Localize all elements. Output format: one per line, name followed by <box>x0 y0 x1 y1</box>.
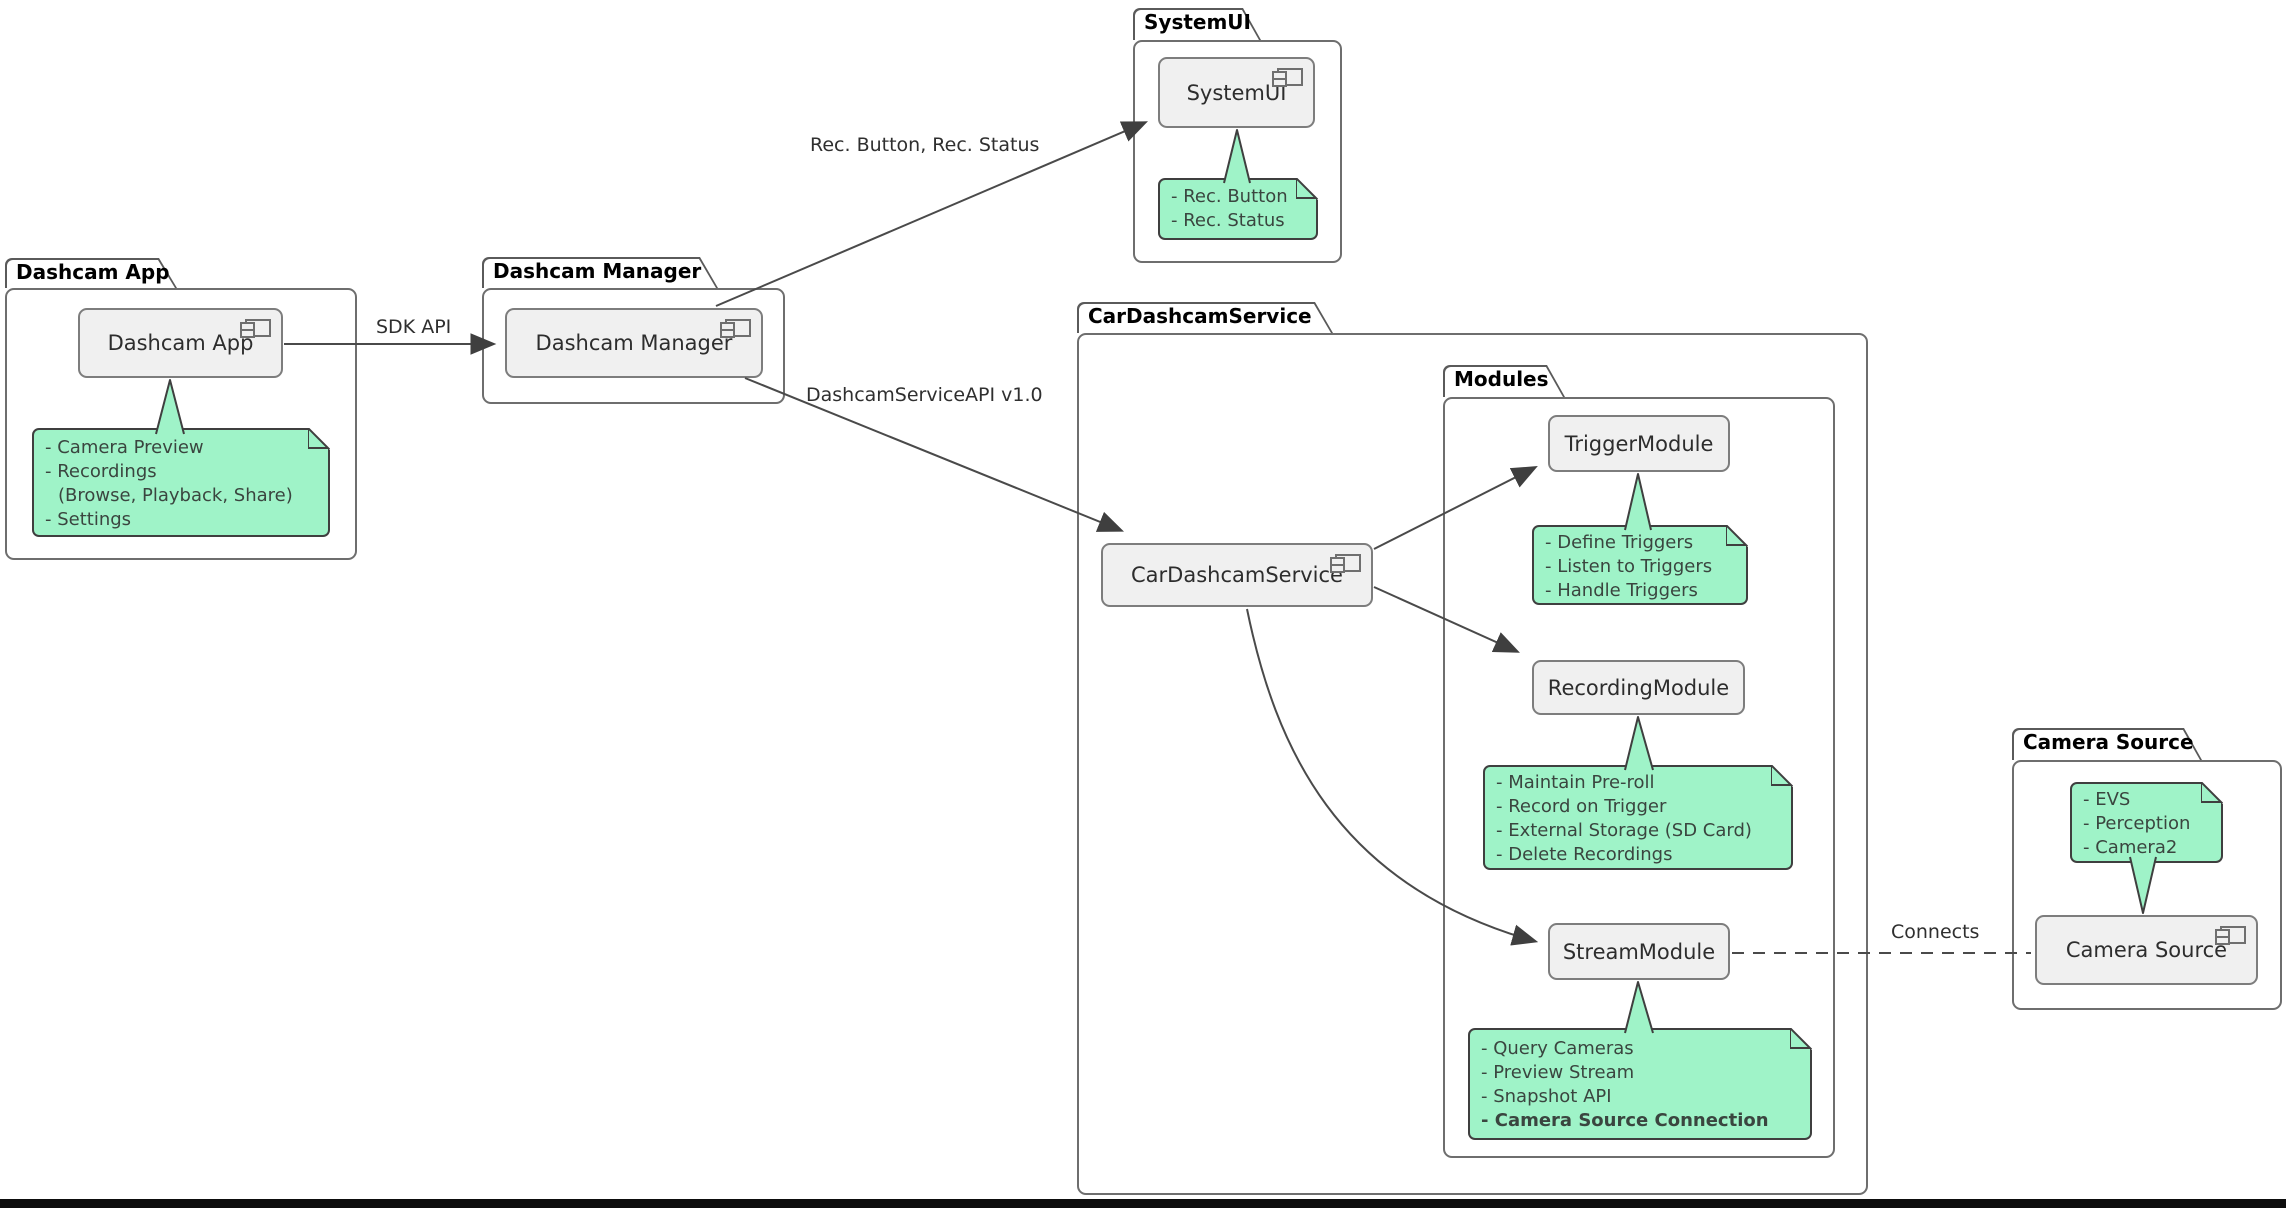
note-streammodule: - Query Cameras - Preview Stream - Snaps… <box>1468 1028 1812 1140</box>
note-line: - Snapshot API <box>1481 1086 1612 1107</box>
package-dashcam-app-tab: Dashcam App <box>5 258 177 288</box>
note-line: - Camera2 <box>2083 837 2178 858</box>
component-dashcam-app-label: Dashcam App <box>107 331 254 355</box>
note-line: - Listen to Triggers <box>1545 556 1713 577</box>
note-line: - Maintain Pre-roll <box>1496 772 1655 793</box>
component-systemui: SystemUI <box>1158 57 1315 128</box>
package-systemui-tab: SystemUI <box>1133 8 1261 40</box>
package-modules-tab: Modules <box>1443 365 1565 397</box>
component-cardashcamservice-label: CarDashcamService <box>1131 563 1343 587</box>
note-line: - Query Cameras <box>1481 1038 1634 1059</box>
note-fold-icon <box>1726 525 1748 547</box>
package-systemui-title: SystemUI <box>1144 10 1251 34</box>
note-line: - External Storage (SD Card) <box>1496 820 1752 841</box>
component-icon <box>720 319 751 338</box>
package-tab-fill <box>1445 367 1563 397</box>
note-line: - Recordings <box>45 461 157 482</box>
package-tab-fill <box>7 260 175 288</box>
note-triggermodule: - Define Triggers - Listen to Triggers -… <box>1532 525 1748 605</box>
edge-label-dashcamserviceapi: DashcamServiceAPI v1.0 <box>806 384 1043 406</box>
note-line: - Preview Stream <box>1481 1062 1635 1083</box>
note-line: - Camera Preview <box>45 437 204 458</box>
note-line: - Rec. Button <box>1171 186 1288 207</box>
package-tab-fill <box>2014 730 2200 760</box>
note-line: - Rec. Status <box>1171 210 1285 231</box>
package-modules-title: Modules <box>1454 367 1549 391</box>
package-dashcam-app-title: Dashcam App <box>16 260 170 284</box>
note-fold-icon <box>1771 765 1793 787</box>
note-line: - Settings <box>45 509 132 530</box>
edge-label-connects: Connects <box>1891 921 1980 943</box>
note-fold-icon <box>1790 1028 1812 1050</box>
component-triggermodule: TriggerModule <box>1548 415 1730 472</box>
component-camera-source: Camera Source <box>2035 915 2258 985</box>
package-tab-fill <box>1135 10 1259 40</box>
component-icon <box>2215 926 2246 945</box>
package-dashcam-manager-tab: Dashcam Manager <box>482 257 718 288</box>
package-dashcam-manager-title: Dashcam Manager <box>493 259 702 283</box>
package-tab-fill <box>484 259 716 288</box>
component-icon <box>1272 68 1303 87</box>
component-streammodule: StreamModule <box>1548 923 1730 980</box>
note-systemui: - Rec. Button - Rec. Status <box>1158 178 1318 240</box>
note-line: - Define Triggers <box>1545 532 1694 553</box>
note-fold-icon <box>2201 782 2223 804</box>
package-cardashcamservice-tab: CarDashcamService <box>1077 302 1333 333</box>
edge-label-rec-button-status: Rec. Button, Rec. Status <box>810 134 1040 156</box>
note-line: - Perception <box>2083 813 2191 834</box>
package-cardashcamservice-title: CarDashcamService <box>1088 304 1312 328</box>
note-line: - Record on Trigger <box>1496 796 1667 817</box>
package-camera-source-title: Camera Source <box>2023 730 2194 754</box>
bottom-bar <box>0 1199 2286 1208</box>
note-camera-source: - EVS - Perception - Camera2 <box>2070 782 2223 863</box>
component-cardashcamservice: CarDashcamService <box>1101 543 1373 607</box>
component-triggermodule-label: TriggerModule <box>1564 431 1714 456</box>
note-line: - Handle Triggers <box>1545 580 1698 601</box>
component-systemui-label: SystemUI <box>1186 80 1287 105</box>
edge-label-sdk-api: SDK API <box>376 316 452 338</box>
package-camera-source-tab: Camera Source <box>2012 728 2202 760</box>
component-recordingmodule-label: RecordingModule <box>1547 675 1730 700</box>
note-line: - EVS <box>2083 789 2131 810</box>
component-icon <box>240 319 271 338</box>
note-fold-icon <box>1296 178 1318 200</box>
note-dashcam-app: - Camera Preview - Recordings (Browse, P… <box>32 428 330 537</box>
component-camera-source-label: Camera Source <box>2065 938 2228 962</box>
component-dashcam-manager-label: Dashcam Manager <box>535 331 733 355</box>
note-recordingmodule: - Maintain Pre-roll - Record on Trigger … <box>1483 765 1793 870</box>
component-dashcam-manager: Dashcam Manager <box>505 308 763 378</box>
component-dashcam-app: Dashcam App <box>78 308 283 378</box>
note-fold-icon <box>308 428 330 450</box>
note-line: - Camera Source Connection <box>1481 1110 1769 1131</box>
component-icon <box>1330 554 1361 573</box>
package-tab-fill <box>1079 304 1331 333</box>
component-streammodule-label: StreamModule <box>1562 939 1716 964</box>
component-recordingmodule: RecordingModule <box>1532 660 1745 715</box>
note-line: - Delete Recordings <box>1496 844 1673 865</box>
note-line: (Browse, Playback, Share) <box>58 485 293 506</box>
